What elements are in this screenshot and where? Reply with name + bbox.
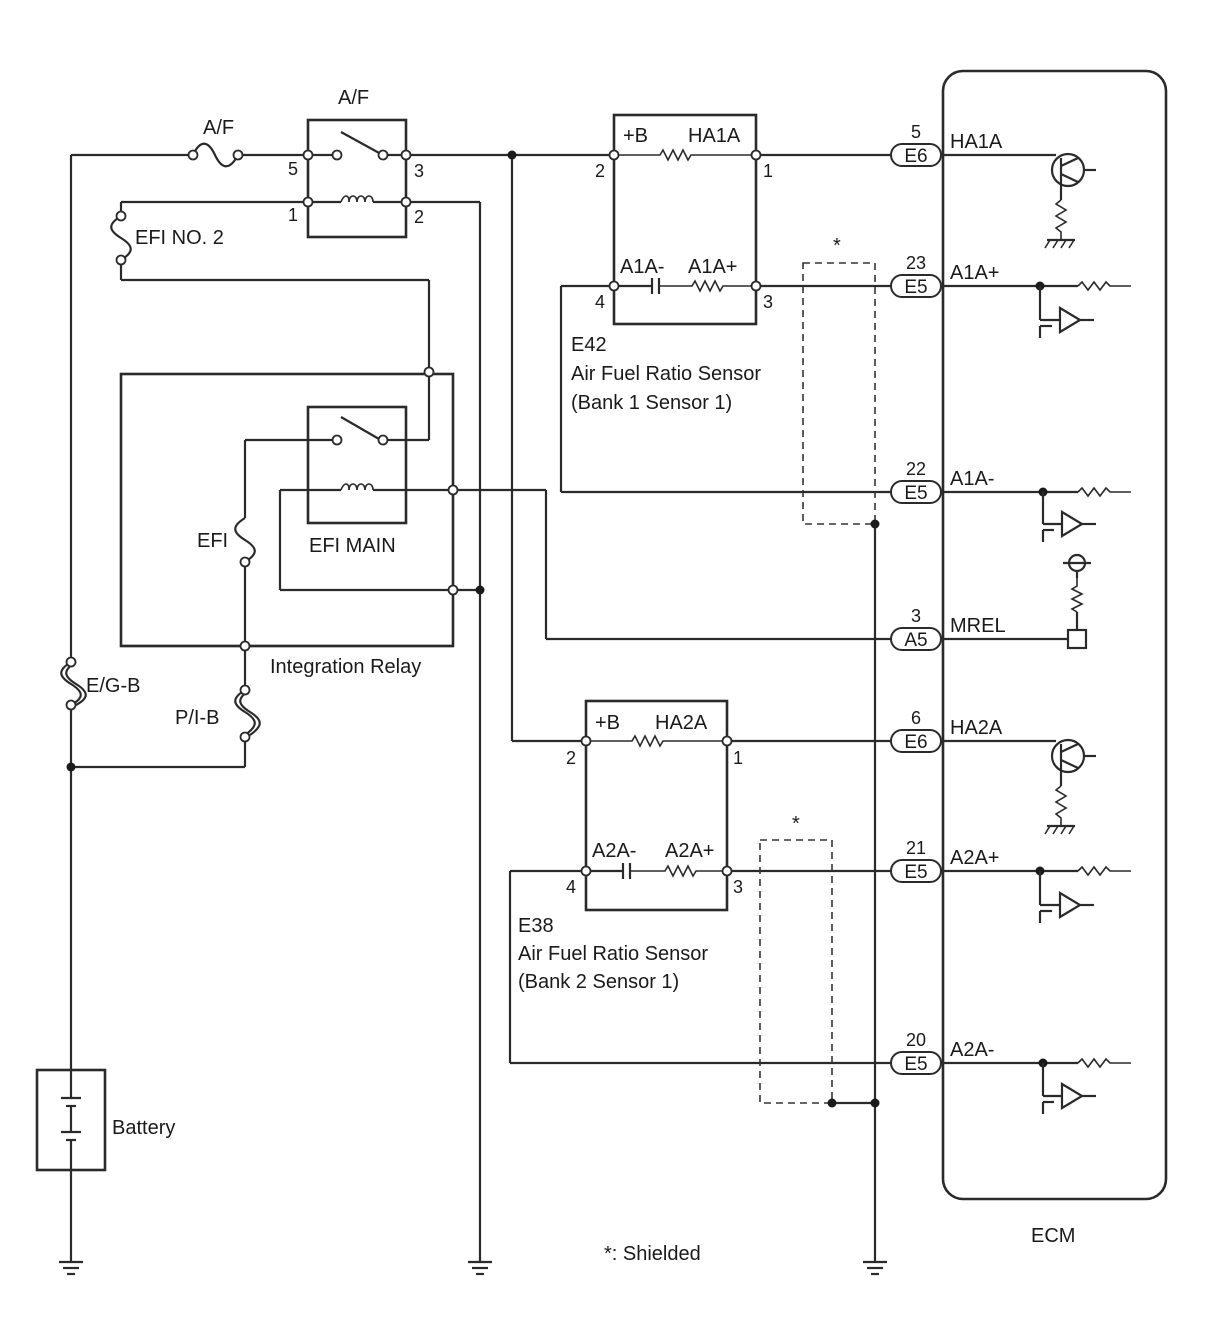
- efi-no2-label: EFI NO. 2: [135, 227, 224, 249]
- af-relay-pin1: 1: [288, 205, 298, 225]
- connector-pin: 6: [911, 708, 921, 728]
- ground-icon: [863, 1260, 887, 1276]
- sensor-e42: +B HA1A 2 1 A1A- A1A+ 4 3 E42 Air Fuel R…: [571, 113, 773, 414]
- e38-pin1: 1: [733, 748, 743, 768]
- af-fuse-label: A/F: [203, 117, 234, 139]
- efi-label: EFI: [197, 530, 228, 552]
- connector-badge: [890, 143, 942, 167]
- e38-id: E38: [518, 915, 554, 937]
- junctions: [66, 150, 880, 1108]
- efi-no2-fuse: EFI NO. 2: [110, 210, 224, 266]
- e42-pin1: 1: [763, 161, 773, 181]
- ecm-signal-label: A2A-: [950, 1039, 994, 1061]
- e42-position: (Bank 1 Sensor 1): [571, 392, 732, 414]
- connector-badge: [890, 1051, 942, 1075]
- af-relay-pin2: 2: [414, 207, 424, 227]
- wires: [69, 153, 891, 1262]
- e38-name: Air Fuel Ratio Sensor: [518, 943, 708, 965]
- ecm-label: ECM: [1031, 1225, 1075, 1247]
- af-relay-pin5: 5: [288, 159, 298, 179]
- e38-heater-label: HA2A: [655, 712, 708, 734]
- shield-bank1: [802, 262, 876, 525]
- connector-pin: 22: [906, 459, 926, 479]
- e42-id: E42: [571, 334, 607, 356]
- ecm-signal-label: HA1A: [950, 131, 1003, 153]
- ecm-terminal-ha1a: E6 5 HA1A: [890, 122, 1003, 167]
- ecm-terminal-mrel: A5 3 MREL: [890, 606, 1006, 651]
- connector-badge: [890, 274, 942, 298]
- e38-pin3: 3: [733, 877, 743, 897]
- shield-bank2: [759, 839, 833, 1104]
- ground-icon: [468, 1260, 492, 1276]
- ecm: ECM: [941, 69, 1168, 1247]
- e42-heater-label: HA1A: [688, 125, 741, 147]
- connector-id: E5: [904, 862, 927, 883]
- e42-neg-label: A1A-: [620, 256, 664, 278]
- ecm-internals: [943, 152, 1131, 1114]
- ecm-signal-label: A2A+: [950, 847, 999, 869]
- connector-id: A5: [904, 630, 927, 651]
- connector-id: E6: [904, 146, 927, 167]
- ecm-terminal-a1a-: E5 22 A1A-: [890, 459, 994, 504]
- connector-badge: [890, 859, 942, 883]
- pi-b-label: P/I-B: [175, 707, 219, 729]
- e38-pin2: 2: [566, 748, 576, 768]
- connector-pin: 21: [906, 838, 926, 858]
- efi-fuse: EFI: [197, 517, 256, 568]
- e42-pin2: 2: [595, 161, 605, 181]
- e38-position: (Bank 2 Sensor 1): [518, 971, 679, 993]
- eg-b-label: E/G-B: [86, 675, 140, 697]
- e42-name: Air Fuel Ratio Sensor: [571, 363, 761, 385]
- efi-main-label: EFI MAIN: [309, 535, 396, 557]
- af-relay-pin3: 3: [414, 161, 424, 181]
- integration-relay: EFI MAIN Integration Relay: [119, 366, 459, 678]
- e38-pin4: 4: [566, 877, 576, 897]
- e42-pin4: 4: [595, 292, 605, 312]
- connector-pin: 20: [906, 1030, 926, 1050]
- ecm-signal-label: A1A+: [950, 262, 999, 284]
- ecm-terminal-a2a-: E5 20 A2A-: [890, 1030, 994, 1075]
- battery: Battery: [35, 1068, 175, 1172]
- eg-b-fusible-link: E/G-B: [60, 656, 140, 711]
- connector-id: E5: [904, 483, 927, 504]
- ecm-signal-label: A1A-: [950, 468, 994, 490]
- e42-pin3: 3: [763, 292, 773, 312]
- shield-mark-bank2: *: [792, 813, 800, 835]
- e38-pos-label: A2A+: [665, 840, 714, 862]
- connector-id: E6: [904, 732, 927, 753]
- connector-id: E5: [904, 277, 927, 298]
- connector-badge: [890, 729, 942, 753]
- ecm-terminal-ha2a: E6 6 HA2A: [890, 708, 1003, 753]
- connector-badge: [890, 480, 942, 504]
- af-fuse: A/F: [187, 117, 244, 168]
- sensor-e38: +B HA2A 2 1 A2A- A2A+ 4 3 E38 Air Fuel R…: [518, 699, 743, 993]
- ecm-terminal-a1a-: E5 23 A1A+: [890, 253, 999, 298]
- connector-id: E5: [904, 1054, 927, 1075]
- af-relay-label: A/F: [338, 87, 369, 109]
- shield-mark-bank1: *: [833, 235, 841, 257]
- connector-pin: 5: [911, 122, 921, 142]
- battery-label: Battery: [112, 1117, 175, 1139]
- ecm-signal-label: MREL: [950, 615, 1006, 637]
- pi-b-fusible-link: P/I-B: [175, 684, 261, 743]
- e42-plus-b: +B: [623, 125, 648, 147]
- e42-pos-label: A1A+: [688, 256, 737, 278]
- ecm-terminal-a2a-: E5 21 A2A+: [890, 838, 999, 883]
- ecm-signal-label: HA2A: [950, 717, 1003, 739]
- connector-pin: 3: [911, 606, 921, 626]
- integration-relay-label: Integration Relay: [270, 656, 421, 678]
- connector-badge: [890, 627, 942, 651]
- e38-neg-label: A2A-: [592, 840, 636, 862]
- ecm-connectors: E6 5 HA1A E5 23 A1A+ E5 22 A1A- A5 3 MREL E6 6 HA2A E5 2…: [890, 122, 1006, 1075]
- shield-note: *: Shielded: [604, 1243, 701, 1265]
- ground-icon: [59, 1260, 83, 1276]
- connector-pin: 23: [906, 253, 926, 273]
- e38-plus-b: +B: [595, 712, 620, 734]
- af-relay: A/F 5 3 1 2: [288, 87, 424, 239]
